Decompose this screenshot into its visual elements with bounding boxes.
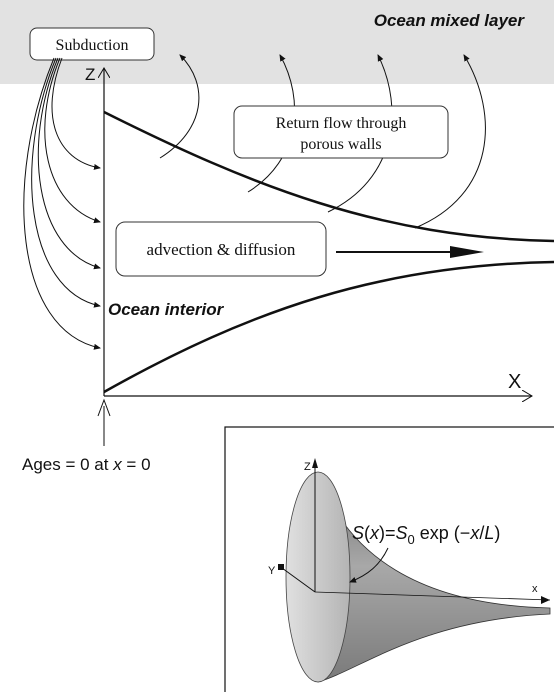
- inset-frame: [224, 426, 554, 692]
- formula-x: x: [369, 523, 380, 543]
- z-axis-label: Z: [85, 65, 95, 84]
- ages-label: Ages = 0 at x = 0: [22, 455, 151, 474]
- return-flow-arrow: [414, 54, 486, 229]
- ages-var: x: [112, 455, 122, 474]
- subduction-arrow: [44, 57, 101, 224]
- inset-z-arrow: [312, 458, 318, 468]
- subduction-arrow: [31, 57, 101, 308]
- formula-pointer-arrow: [349, 547, 389, 583]
- subduction-arrows: [23, 57, 101, 350]
- ages-mid: = 0: [122, 455, 151, 474]
- subduction-box: [29, 27, 155, 61]
- advection-arrow-head: [450, 246, 484, 258]
- ages-arrow-head: [97, 398, 111, 417]
- subduction-arrow: [23, 57, 101, 350]
- formula-subscript: 0: [408, 532, 415, 547]
- inset-x-axis: [314, 591, 551, 601]
- formula-end: ): [494, 523, 500, 543]
- inset-z-label: Z: [304, 461, 311, 473]
- formula-s0: S: [396, 523, 408, 543]
- lower-wall-curve: [103, 260, 554, 394]
- subduction-label: Subduction: [56, 37, 129, 54]
- inset-y-axis: [281, 567, 316, 593]
- return-flow-line2: porous walls: [300, 136, 381, 153]
- advection-diffusion-label: advection & diffusion: [147, 240, 296, 259]
- horn-opening-ellipse: [285, 471, 351, 683]
- inset-y-label: Y: [268, 565, 276, 577]
- upper-wall-curve: [103, 110, 554, 243]
- formula-open: (: [364, 523, 370, 543]
- inset-y-marker: [278, 564, 284, 570]
- ocean-interior-label: Ocean interior: [108, 300, 225, 319]
- formula-l: L: [484, 523, 494, 543]
- inset-x-label: x: [532, 583, 538, 595]
- return-flow-box: [233, 105, 449, 159]
- surface-formula: S(x)=S0 exp (−x/L): [352, 523, 500, 547]
- ages-prefix: Ages = 0 at: [22, 455, 113, 474]
- formula-s: S: [352, 523, 364, 543]
- return-flow-arrows: [159, 54, 486, 229]
- x-axis-label: X: [508, 371, 521, 393]
- formula-slash: /: [479, 523, 484, 543]
- ocean-mixed-layer-label: Ocean mixed layer: [374, 11, 526, 30]
- inset-panel: Z Y x S(x)=S0 exp (−x/L): [224, 426, 554, 692]
- advection-diffusion-box: [115, 221, 327, 277]
- horn-surface: [317, 471, 551, 683]
- return-flow-arrow: [159, 54, 200, 159]
- subduction-arrow: [51, 57, 101, 170]
- subduction-arrow: [37, 57, 101, 270]
- inset-x-arrow: [541, 596, 550, 604]
- formula-x2: x: [469, 523, 480, 543]
- formula-close: )=: [379, 523, 396, 543]
- formula-exp: exp (−: [415, 523, 471, 543]
- return-flow-line1: Return flow through: [276, 115, 407, 132]
